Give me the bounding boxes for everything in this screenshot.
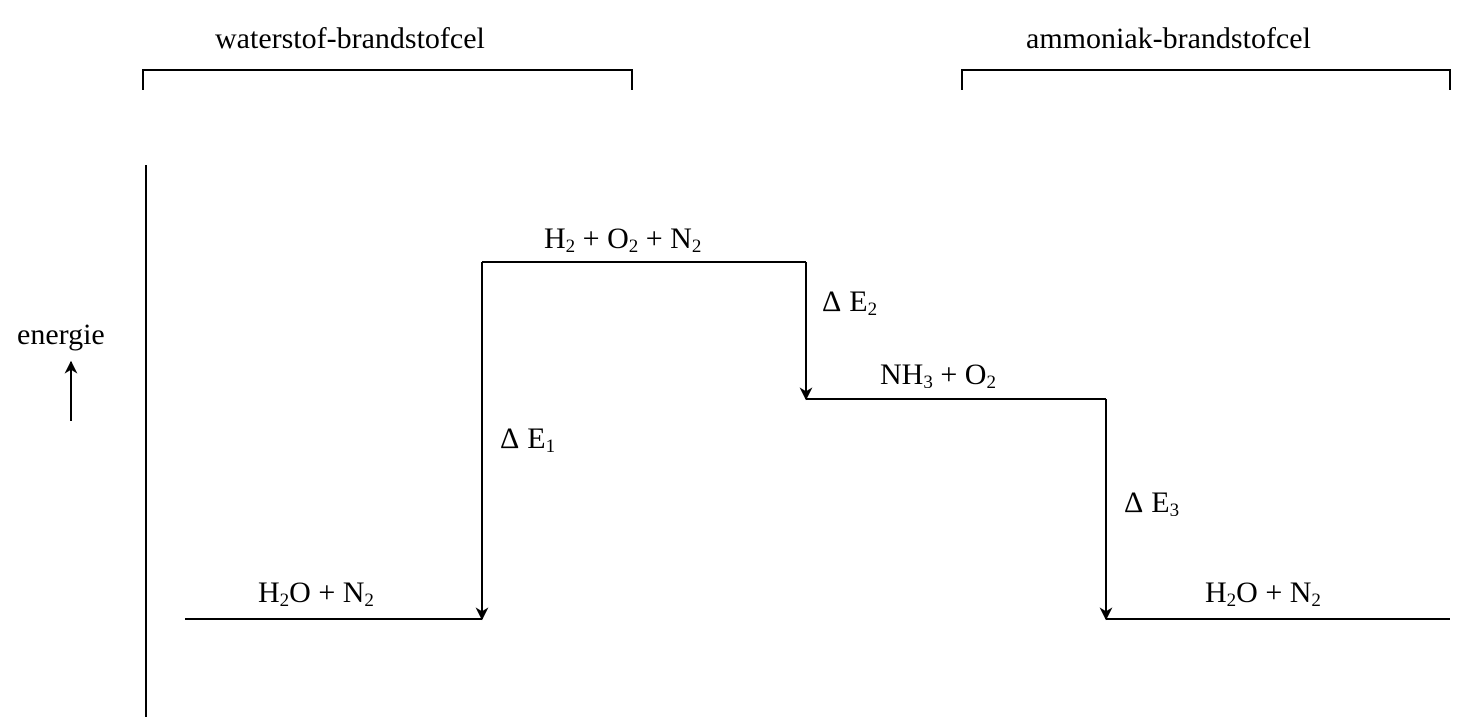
bracket-right: [961, 69, 1451, 90]
label-level-bottom-right: H2O + N2: [1205, 576, 1321, 612]
label-level-middle: NH3 + O2: [880, 358, 996, 394]
bracket-left: [142, 69, 633, 90]
label-level-top: H2 + O2 + N2: [544, 222, 702, 258]
label-waterstof-brandstofcel: waterstof-brandstofcel: [215, 22, 485, 55]
axis-label-energie: energie: [17, 318, 105, 351]
label-level-bottom-left: H2O + N2: [258, 576, 374, 612]
label-ammoniak-brandstofcel: ammoniak-brandstofcel: [1026, 22, 1311, 55]
